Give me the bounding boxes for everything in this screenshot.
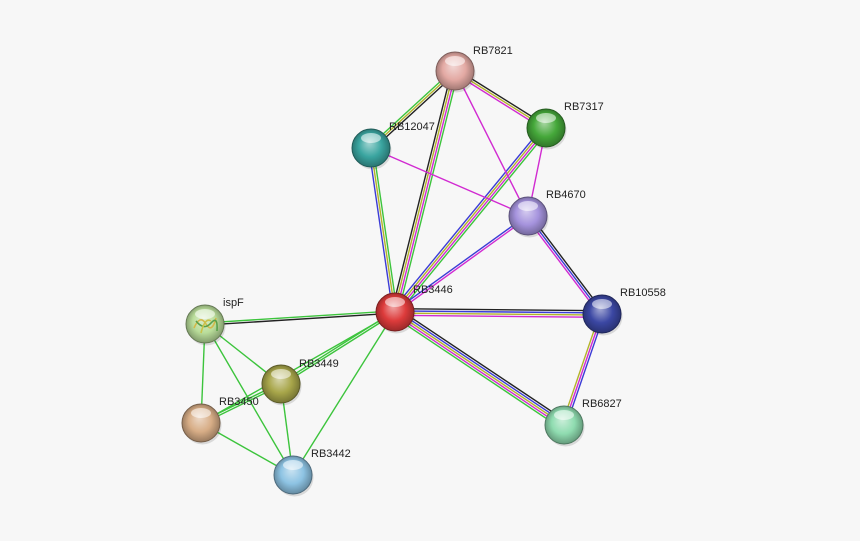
node-RB7317[interactable]: RB7317 xyxy=(527,101,604,150)
node-highlight xyxy=(271,369,291,379)
node-label-ispF: ispF xyxy=(223,297,244,309)
node-highlight xyxy=(445,56,465,66)
edge-line-neighborhood xyxy=(373,148,397,312)
node-label-RB3442: RB3442 xyxy=(311,448,351,460)
edge-RB3446-RB6827[interactable] xyxy=(393,308,567,428)
edge-line-neighborhood xyxy=(282,313,396,385)
node-RB12047[interactable]: RB12047 xyxy=(352,121,435,170)
edge-line-textmining xyxy=(395,313,602,315)
node-label-RB12047: RB12047 xyxy=(389,121,435,133)
edge-line-experiments xyxy=(455,71,528,216)
edge-line-coexpression xyxy=(397,308,566,421)
edge-line-cooccurrence xyxy=(369,148,393,312)
node-RB4670[interactable]: RB4670 xyxy=(509,189,586,238)
node-label-RB3449: RB3449 xyxy=(299,358,339,370)
edge-line-experiments xyxy=(394,314,563,427)
edge-line-coexpression xyxy=(395,309,602,311)
node-highlight xyxy=(518,201,538,211)
edge-line-experiments xyxy=(395,315,602,317)
node-RB3442[interactable]: RB3442 xyxy=(274,448,351,497)
edge-RB3446-RB10558[interactable] xyxy=(395,309,602,318)
node-label-RB10558: RB10558 xyxy=(620,287,666,299)
node-label-RB4670: RB4670 xyxy=(546,189,586,201)
node-label-RB3446: RB3446 xyxy=(413,284,453,296)
node-label-RB7317: RB7317 xyxy=(564,101,604,113)
edge-RB7821-RB4670[interactable] xyxy=(455,71,528,216)
edge-line-neighborhood xyxy=(205,311,395,323)
node-highlight xyxy=(592,299,612,309)
node-highlight xyxy=(554,410,574,420)
edge-line-experiments xyxy=(371,148,528,216)
edge-RB3446-RB12047[interactable] xyxy=(369,148,397,313)
node-RB3449[interactable]: RB3449 xyxy=(262,358,339,406)
edge-line-coexpression xyxy=(205,313,395,325)
node-RB3450[interactable]: RB3450 xyxy=(182,396,259,445)
node-highlight xyxy=(195,309,215,319)
edge-line-cooccurrence xyxy=(396,310,565,423)
node-RB6827[interactable]: RB6827 xyxy=(545,398,622,447)
node-highlight xyxy=(361,133,381,143)
node-label-RB3450: RB3450 xyxy=(219,396,259,408)
node-highlight xyxy=(283,460,303,470)
edge-line-cooccurrence xyxy=(395,311,602,313)
node-label-RB7821: RB7821 xyxy=(473,45,513,57)
node-highlight xyxy=(536,113,556,123)
node-highlight xyxy=(385,297,405,307)
node-RB10558[interactable]: RB10558 xyxy=(583,287,666,336)
edge-line-textmining xyxy=(395,312,564,425)
edge-line-neighborhood xyxy=(393,316,562,429)
edge-RB12047-RB4670[interactable] xyxy=(371,148,528,216)
node-highlight xyxy=(191,408,211,418)
node-label-RB6827: RB6827 xyxy=(582,398,622,410)
edge-line-textmining xyxy=(371,148,395,312)
edge-RB3446-ispF[interactable] xyxy=(205,311,395,325)
